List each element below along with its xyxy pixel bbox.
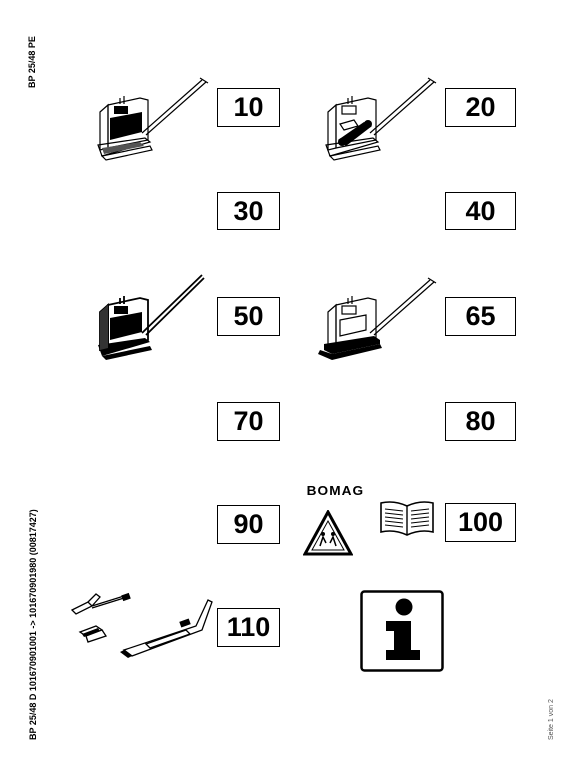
information-icon[interactable] — [360, 590, 444, 672]
model-label: BP 25/48 PE — [27, 36, 37, 88]
section-80-button[interactable]: 80 — [445, 402, 516, 441]
tools-accessories-icon[interactable] — [66, 588, 216, 660]
compactor-base-plate-icon[interactable] — [308, 270, 438, 365]
section-90-button[interactable]: 90 — [217, 505, 280, 544]
section-30-button[interactable]: 30 — [217, 192, 280, 230]
section-110-button[interactable]: 110 — [217, 608, 280, 647]
section-20-button[interactable]: 20 — [445, 88, 516, 127]
section-65-button[interactable]: 65 — [445, 297, 516, 336]
section-50-button[interactable]: 50 — [217, 297, 280, 336]
warning-triangle-icon[interactable] — [303, 510, 353, 556]
compactor-full-highlight-icon[interactable] — [80, 270, 210, 365]
open-book-icon[interactable] — [378, 498, 436, 538]
page-number-label: Seite 1 von 2 — [548, 699, 555, 740]
compactor-drive-belt-icon[interactable] — [308, 70, 438, 165]
section-40-button[interactable]: 40 — [445, 192, 516, 230]
brand-logo: BOMAG — [306, 483, 365, 498]
compactor-engine-highlight-icon[interactable] — [80, 70, 210, 165]
section-70-button[interactable]: 70 — [217, 402, 280, 441]
serial-range-label: BP 25/48 D 101670901001 -> 101670901980 … — [28, 509, 38, 740]
section-100-button[interactable]: 100 — [445, 503, 516, 542]
section-10-button[interactable]: 10 — [217, 88, 280, 127]
